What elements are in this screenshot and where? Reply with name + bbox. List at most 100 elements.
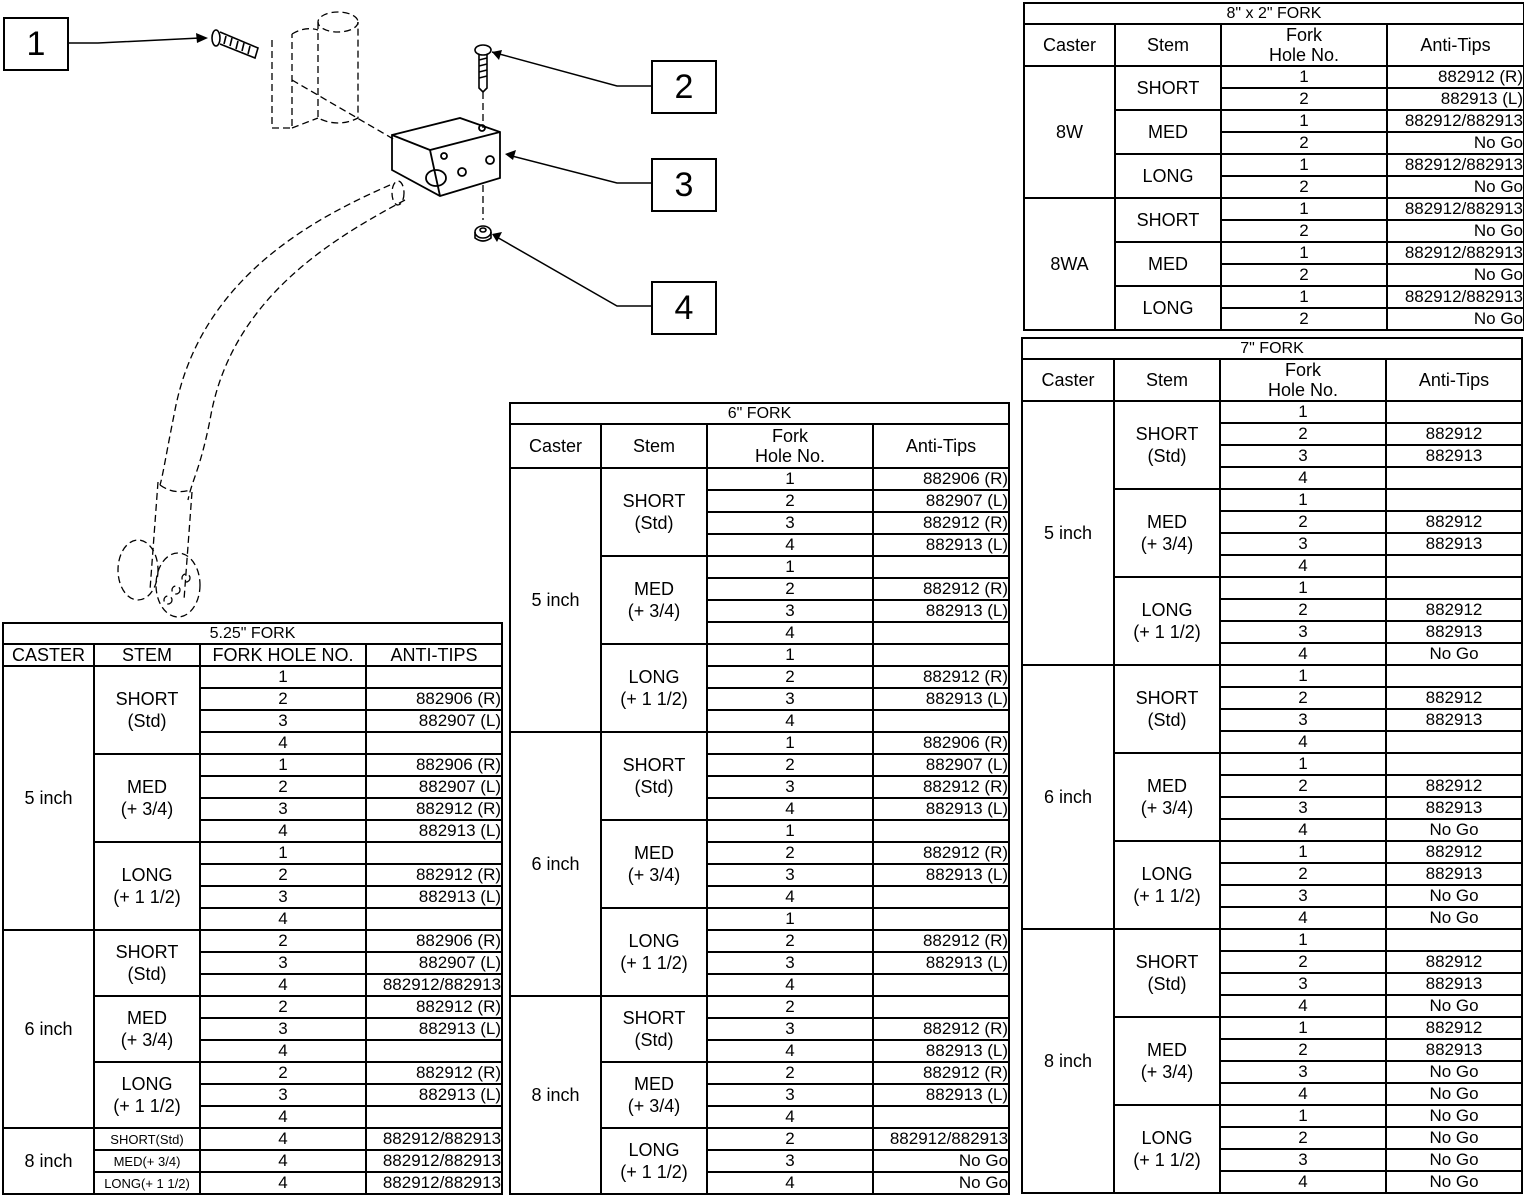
fork-hole-cell: 1 <box>1220 65 1388 89</box>
anti-tips-cell: 882907 (L) <box>364 951 504 975</box>
anti-tips-cell <box>1384 730 1524 754</box>
anti-tips-cell: 882913 <box>1384 620 1524 644</box>
fork-hole-cell: 1 <box>1219 664 1387 688</box>
anti-tips-cell: 882912 <box>1384 422 1524 446</box>
fork-hole-cell: 1 <box>1220 153 1388 177</box>
column-header: Stem <box>1114 23 1222 67</box>
anti-tips-cell <box>871 973 1011 997</box>
caster-cell: 8 inch <box>509 995 602 1195</box>
anti-tips-cell <box>364 731 504 755</box>
anti-tips-cell <box>364 841 504 865</box>
stem-cell: SHORT <box>1114 197 1222 243</box>
stem-cell: LONG (+ 1 1/2) <box>600 643 708 733</box>
fork-hole-cell: 2 <box>706 665 874 689</box>
anti-tips-cell: 882913 (L) <box>871 951 1011 975</box>
anti-tips-cell <box>1384 752 1524 776</box>
table-row: 4 <box>3 1105 504 1129</box>
fork-hole-cell: 4 <box>706 885 874 909</box>
fork-hole-cell: 4 <box>1219 1082 1387 1106</box>
anti-tips-cell <box>871 907 1011 931</box>
fork-hole-cell: 2 <box>1220 131 1388 155</box>
fork-hole-cell: 2 <box>1220 263 1388 287</box>
fork-hole-cell: 4 <box>706 709 874 733</box>
column-header: ANTI-TIPS <box>364 643 504 667</box>
fork-hole-cell: 4 <box>706 1171 874 1195</box>
fork-hole-cell: 2 <box>1219 862 1387 886</box>
anti-tips-cell: No Go <box>1386 131 1524 155</box>
stem-cell: MED (+ 3/4) <box>600 1061 708 1129</box>
anti-tips-cell: 882912/882913 <box>1386 109 1524 133</box>
anti-tips-cell <box>871 995 1011 1019</box>
fork-hole-cell: 1 <box>199 665 367 689</box>
fork-hole-cell: 4 <box>199 1039 367 1063</box>
fork-hole-cell: 2 <box>1219 950 1387 974</box>
stem-cell: SHORT (Std) <box>600 995 708 1063</box>
caster-cell: 6 inch <box>509 731 602 997</box>
fork-hole-cell: 2 <box>706 577 874 601</box>
fork-hole-cell: 3 <box>199 885 367 909</box>
anti-tips-cell <box>364 665 504 689</box>
anti-tips-cell: No Go <box>1386 219 1524 243</box>
fork-hole-cell: 1 <box>706 555 874 579</box>
anti-tips-cell: No Go <box>1384 906 1524 930</box>
stem-cell: SHORT (Std) <box>1113 928 1221 1018</box>
fork-hole-cell: 2 <box>1219 510 1387 534</box>
anti-tips-cell: 882913 (L) <box>871 599 1011 623</box>
anti-tips-cell: 882912 (R) <box>871 841 1011 865</box>
table-row: MED (+ 3/4)1 <box>1022 752 1524 842</box>
stem-cell: MED (+ 3/4) <box>1113 488 1221 578</box>
column-header: Fork Hole No. <box>1219 358 1387 402</box>
anti-tips-cell <box>1384 928 1524 952</box>
stem-cell: LONG (+ 1 1/2) <box>600 1127 708 1195</box>
fork-hole-cell: 4 <box>706 797 874 821</box>
clamp-block <box>391 117 501 197</box>
table-row: 4 <box>1022 554 1524 578</box>
table-title: 8" x 2" FORK <box>1023 2 1524 25</box>
anti-tips-cell: 882906 (R) <box>871 731 1011 755</box>
fork-hole-cell: 4 <box>199 1105 367 1129</box>
table-row: 4 <box>1022 730 1524 754</box>
fork-hole-cell: 1 <box>199 753 367 777</box>
table-row: 4 <box>510 1105 1011 1129</box>
stem-cell: MED <box>1114 109 1222 155</box>
anti-tips-cell <box>871 709 1011 733</box>
caster-cell: 5 inch <box>509 467 602 733</box>
fork-hole-cell: 3 <box>1219 884 1387 908</box>
caster-cell: 8W <box>1023 65 1116 199</box>
anti-tips-cell: 882913 (L) <box>871 1083 1011 1107</box>
stem-cell: MED (+ 3/4) <box>600 555 708 645</box>
fork-hole-cell: 3 <box>706 1083 874 1107</box>
anti-tips-cell: 882912 (R) <box>871 577 1011 601</box>
frame-tube-outline <box>117 11 484 618</box>
anti-tips-cell <box>871 885 1011 909</box>
stem-cell: LONG (+ 1 1/2) <box>93 1061 201 1129</box>
anti-tips-cell: No Go <box>1384 1060 1524 1084</box>
fork-hole-cell: 4 <box>1219 994 1387 1018</box>
fork-hole-cell: 1 <box>1220 241 1388 265</box>
column-header: Stem <box>1113 358 1221 402</box>
table-row: LONG (+ 1 1/2)1 <box>510 643 1011 733</box>
table-row: 4 <box>510 885 1011 909</box>
stem-cell: LONG (+ 1 1/2) <box>600 907 708 997</box>
column-header: Stem <box>600 423 708 469</box>
fork-hole-cell: 2 <box>706 995 874 1019</box>
column-header: CASTER <box>2 643 95 667</box>
anti-tips-cell: 882912 <box>1384 510 1524 534</box>
